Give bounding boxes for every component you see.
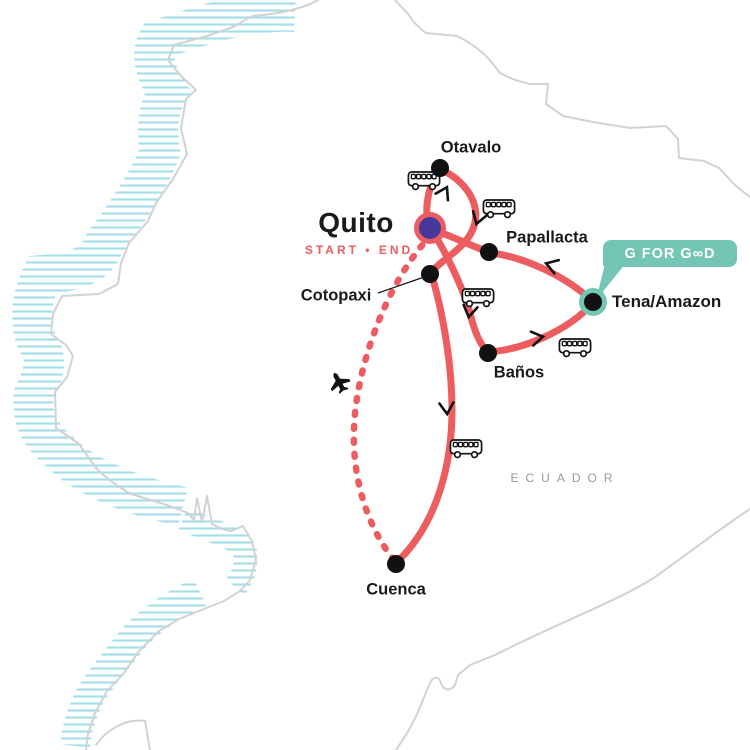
plane-icon [330, 372, 351, 394]
marker-banos [479, 344, 497, 362]
cotopaxi-leader-line [377, 275, 428, 294]
direction-chevron [438, 401, 455, 417]
direction-chevron [543, 258, 561, 275]
bus-icon [558, 338, 592, 358]
bus-icon [461, 288, 495, 308]
location-markers [387, 159, 607, 573]
marker-cotopaxi [421, 265, 439, 283]
transport-icons [330, 171, 592, 459]
bus-icon [482, 199, 516, 219]
country-border-south [395, 508, 750, 750]
label-quito: Quito [318, 207, 394, 238]
badge-tail [596, 256, 626, 300]
country-border-north [394, 0, 750, 198]
marker-tena [579, 288, 607, 316]
marker-quito [414, 212, 446, 244]
country-outline [50, 0, 750, 750]
label-cuenca: Cuenca [366, 580, 426, 599]
direction-arrows [434, 185, 561, 417]
coastline [50, 0, 319, 750]
marker-papallacta [480, 243, 498, 261]
route-cotopaxi-cuenca [393, 269, 456, 566]
label-banos: Baños [493, 363, 545, 382]
label-papallacta: Papallacta [506, 228, 588, 247]
bus-icon [449, 439, 483, 459]
g-for-good-badge: G FOR G∞D [603, 240, 737, 267]
route-flight-cuenca-quito [350, 239, 428, 564]
direction-chevron [529, 330, 546, 347]
label-tena-amazon: Tena/Amazon [612, 292, 722, 311]
label-cotopaxi: Cotopaxi [300, 286, 372, 305]
label-country-ecuador: ECUADOR [510, 471, 620, 485]
direction-chevron [462, 303, 479, 320]
label-otavalo: Otavalo [440, 138, 502, 157]
direction-chevron [434, 185, 450, 202]
coast-hatching [12, 0, 296, 748]
label-quito-start-end: START • END [304, 243, 414, 257]
coastline-inlet [95, 719, 151, 750]
marker-cuenca [387, 555, 405, 573]
marker-otavalo [431, 159, 449, 177]
route-quito-banos [427, 225, 492, 356]
route-tena-papallacta [487, 249, 596, 305]
direction-chevron [471, 209, 488, 227]
